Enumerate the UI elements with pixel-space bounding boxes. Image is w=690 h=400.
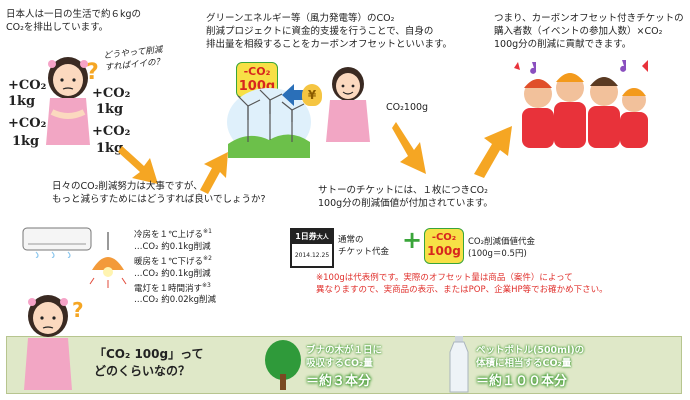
co2-tag-1-kg: 1kg: [8, 94, 36, 109]
co2-tag-3-kg: 1kg: [96, 102, 124, 117]
result-line1: つまり、カーボンオフセット付きチケットの: [494, 13, 684, 24]
crowd-illustration: [514, 60, 648, 148]
lamp-illustration: [89, 232, 127, 288]
ticket-description: サトーのチケットには、１枚につきCO₂ 100g分の削減価値が付加されています。: [318, 184, 538, 210]
effort-item-heating-result: …CO₂ 約0.1kg削減: [134, 268, 211, 279]
result-description: つまり、カーボンオフセット付きチケットの 購入者数（イベントの参加人数）×CO₂…: [494, 12, 684, 51]
arrow-left-blue: [282, 84, 306, 106]
question-mark-icon: ?: [86, 60, 99, 85]
bottle-comparison: ペットボトル(500ml)の 体積に相当するCO₂量 ＝約１００本分: [476, 344, 646, 389]
co2-tag-2-kg: 1kg: [12, 134, 40, 149]
ticket-header: 1日券大人: [292, 230, 332, 244]
bottom-question: 「CO₂ 100g」って どのくらいなの？: [94, 346, 264, 380]
wind-turbines-illustration: [227, 88, 311, 158]
effort-item-cooling-result: …CO₂ 約0.1kg削減: [134, 241, 211, 252]
arrow-up-right-1: [200, 152, 228, 194]
ticket-icon: 1日券大人 2014.12.25: [290, 228, 334, 268]
arrow-down-right-1: [118, 146, 158, 184]
ticket-co2-badge: -CO₂ 100g: [424, 228, 464, 264]
tree-comparison: ブナの木が１日に 吸収するCO₂量 ＝約３本分: [306, 344, 436, 389]
yen-bag-icon: ¥: [302, 84, 322, 106]
effort-item-cooling: 冷房を１℃上げる※1: [134, 228, 212, 240]
arrow-up-right-2: [474, 126, 512, 178]
ticket-price-label: 通常の チケット代金: [338, 234, 408, 258]
daily-effort-line2: もっと減らすためにはどうすれば良いでしょうか?: [52, 194, 266, 205]
bottom-question-line2: どのくらいなの？: [94, 364, 191, 378]
arrow-down-right-2: [392, 122, 426, 174]
offset-description: グリーンエネルギー等（風力発電等）のCO₂ 削減プロジェクトに資金的支援を行うこ…: [206, 12, 456, 51]
girl-confused-illustration: [24, 295, 72, 390]
tree-result: ＝約３本分: [306, 374, 372, 389]
girl-paying-illustration: [326, 67, 370, 142]
effort-item-light: 電灯を１時間消す※3: [134, 281, 211, 294]
co2-tag-3: +CO₂: [92, 86, 131, 101]
minus-co2-badge-top: -CO₂: [243, 65, 271, 78]
ticket-value-label: CO₂削減価値代金 (100g＝0.5円): [468, 236, 568, 260]
ticket-desc-line1: サトーのチケットには、１枚につきCO₂: [318, 185, 488, 196]
offset-line2: 削減プロジェクトに資金的支援を行うことで、自身の: [206, 26, 434, 37]
co2-tag-1: +CO₂: [8, 78, 47, 93]
disclaimer-line2: 異なりますので、実商品の表示、またはPOP、企業HP等でお確かめ下さい。: [316, 285, 608, 295]
intro-text: 日本人は一日の生活で約６kgの CO₂を排出しています。: [6, 8, 176, 34]
ticket-date: 2014.12.25: [294, 252, 330, 259]
bottle-result: ＝約１００本分: [476, 374, 568, 389]
co2-tag-4: +CO₂: [92, 124, 131, 139]
bottle-line2: 体積に相当するCO₂量: [476, 358, 572, 369]
bottom-band: [6, 336, 682, 394]
bottle-line1: ペットボトル(500ml)の: [476, 345, 585, 356]
bottom-question-line1: 「CO₂ 100g」って: [94, 347, 204, 361]
tree-line1: ブナの木が１日に: [306, 345, 383, 356]
offset-line3: 排出量を相殺することをカーボンオフセットといいます。: [206, 39, 453, 50]
ticket-value-line1: CO₂削減価値代金: [468, 237, 536, 247]
effort-item-light-result: …CO₂ 約0.02kg削減: [134, 295, 216, 306]
ticket-desc-line2: 100g分の削減価値が付加されています。: [318, 198, 493, 209]
tree-icon: [265, 340, 301, 390]
ticket-price-line2: チケット代金: [338, 247, 390, 257]
pet-bottle-icon: [449, 336, 469, 393]
ticket-co2-badge-bottom: 100g: [427, 244, 461, 258]
effort-item-heating: 暖房を１℃下げる※2: [134, 254, 212, 267]
disclaimer-text: ※100gは代表例です。実際のオフセット量は商品（案件）によって 異なりますので…: [316, 272, 646, 296]
result-line3: 100g分の削減に貢献できます。: [494, 39, 632, 50]
intro-line2: CO₂を排出しています。: [6, 22, 109, 33]
air-conditioner-illustration: [22, 227, 92, 258]
intro-line1: 日本人は一日の生活で約６kgの: [6, 9, 142, 20]
daily-effort-line1: 日々のCO₂削減努力は大事ですが、: [52, 181, 203, 192]
tree-line2: 吸収するCO₂量: [306, 358, 373, 369]
effort-list: 冷房を１℃上げる※1 …CO₂ 約0.1kg削減 暖房を１℃下げる※2 …CO₂…: [134, 226, 284, 306]
bottom-question-mark-icon: ?: [72, 298, 84, 322]
co2-tag-4-kg: 1kg: [96, 141, 124, 156]
co2-tag-2: +CO₂: [8, 116, 47, 131]
plus-sign: +: [402, 226, 423, 254]
thought-bubble-text: どうやって削減 すればイイの？: [103, 42, 185, 74]
co2-100g-label: CO₂100g: [386, 102, 429, 113]
daily-effort-text: 日々のCO₂削減努力は大事ですが、 もっと減らすためにはどうすれば良いでしょうか…: [52, 180, 322, 206]
ticket-price-line1: 通常の: [338, 235, 364, 245]
result-line2: 購入者数（イベントの参加人数）×CO₂: [494, 26, 663, 37]
ticket-value-line2: (100g＝0.5円): [468, 249, 527, 259]
girl-thinking-illustration: [46, 57, 90, 145]
disclaimer-line1: ※100gは代表例です。実際のオフセット量は商品（案件）によって: [316, 273, 573, 283]
ticket-co2-badge-top: -CO₂: [431, 232, 457, 243]
offset-line1: グリーンエネルギー等（風力発電等）のCO₂: [206, 13, 395, 24]
